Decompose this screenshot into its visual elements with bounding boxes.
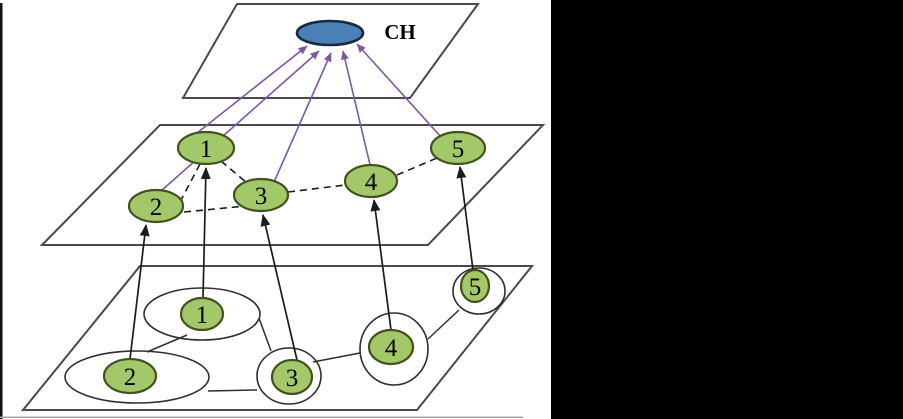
- middle-node-1-label: 1: [200, 136, 213, 163]
- arrow-bottom2-middle2: [129, 224, 150, 360]
- black-side-panel: [551, 0, 903, 419]
- left-border-line: [0, 3, 3, 419]
- arrow-bottom4-middle4: [370, 199, 392, 331]
- arrow-middle5-ch: [356, 43, 443, 139]
- bottom-layer-nodes: 1 2 3 4 5: [102, 268, 491, 396]
- ch-uplink-arrows: [160, 43, 443, 192]
- bottom-node-1-label: 1: [196, 302, 209, 329]
- bottom-node-3: 3: [270, 358, 314, 396]
- bottom-node-5: 5: [459, 268, 491, 304]
- dashed-mesh-links: [179, 157, 438, 213]
- middle-node-3: 3: [232, 177, 290, 213]
- bottom-node-3-label: 3: [286, 365, 299, 392]
- middle-node-3-label: 3: [255, 183, 268, 210]
- bottom-edge-line: [0, 416, 523, 419]
- arrow-middle1-ch: [196, 45, 308, 134]
- middle-node-4-label: 4: [365, 169, 378, 196]
- middle-node-1: 1: [176, 130, 236, 166]
- middle-node-2-label: 2: [150, 194, 163, 221]
- bottom-node-5-label: 5: [469, 274, 482, 301]
- bottom-node-1: 1: [179, 296, 225, 332]
- arrow-bottom5-middle5: [456, 166, 474, 271]
- bottom-node-4: 4: [367, 328, 415, 366]
- cluster-head-label: CH: [384, 20, 416, 44]
- link-cluster3-cluster4: [312, 352, 361, 363]
- link-cluster1-cluster3: [258, 317, 272, 352]
- arrow-middle2-ch: [160, 50, 320, 192]
- link-cluster4-cluster5: [427, 309, 460, 340]
- bottom-node-4-label: 4: [385, 335, 398, 362]
- bottom-node-2-label: 2: [124, 364, 137, 391]
- member-uplink-arrows: [129, 166, 474, 361]
- dashed-middle1-middle3: [220, 160, 248, 184]
- dashed-middle3-middle4: [287, 184, 346, 193]
- arrow-middle4-ch: [341, 50, 372, 170]
- middle-node-5-label: 5: [452, 136, 465, 163]
- bottom-node-2: 2: [102, 357, 158, 395]
- cluster-head-node: [295, 19, 365, 47]
- cluster-connectors: [146, 309, 460, 392]
- arrow-bottom3-middle3: [260, 214, 298, 361]
- middle-node-5: 5: [429, 130, 487, 166]
- dashed-middle4-middle5: [396, 157, 438, 176]
- dashed-middle2-middle3: [183, 205, 247, 213]
- cluster-head-plane: [181, 3, 480, 99]
- arrow-bottom1-middle1: [200, 167, 211, 299]
- arrow-middle3-ch: [273, 52, 332, 183]
- middle-node-2: 2: [127, 188, 185, 224]
- middle-node-4: 4: [343, 163, 399, 199]
- link-cluster2-cluster3: [207, 389, 258, 392]
- middle-layer-nodes: 1 2 3 4 5: [127, 130, 487, 224]
- link-cluster2-cluster1: [146, 334, 188, 353]
